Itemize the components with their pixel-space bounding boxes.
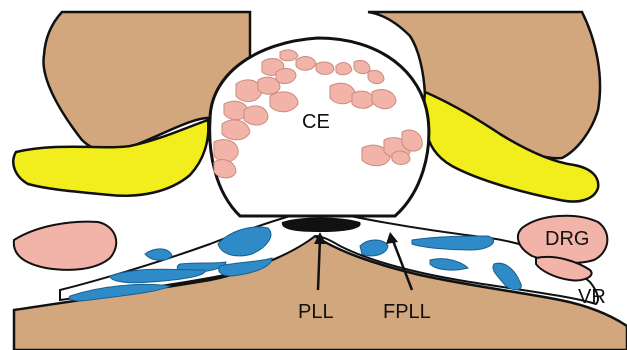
label-fpll: FPLL: [383, 301, 431, 323]
root-1: [280, 50, 298, 61]
left-nerve-root: [14, 222, 116, 270]
root-4: [276, 69, 296, 84]
label-pll: PLL: [298, 301, 334, 323]
root-18: [214, 140, 238, 162]
label-vr: VR: [578, 286, 606, 308]
label-drg: DRG: [545, 228, 589, 250]
root-23: [392, 151, 410, 164]
root-16: [244, 106, 268, 125]
vein-2: [145, 249, 172, 260]
root-2: [296, 57, 316, 71]
root-10: [258, 77, 280, 94]
label-ce: CE: [302, 111, 330, 133]
posterior-longitudinal-ligament: [282, 218, 361, 233]
root-5: [316, 62, 334, 75]
root-11: [270, 92, 298, 112]
root-13: [352, 91, 374, 108]
